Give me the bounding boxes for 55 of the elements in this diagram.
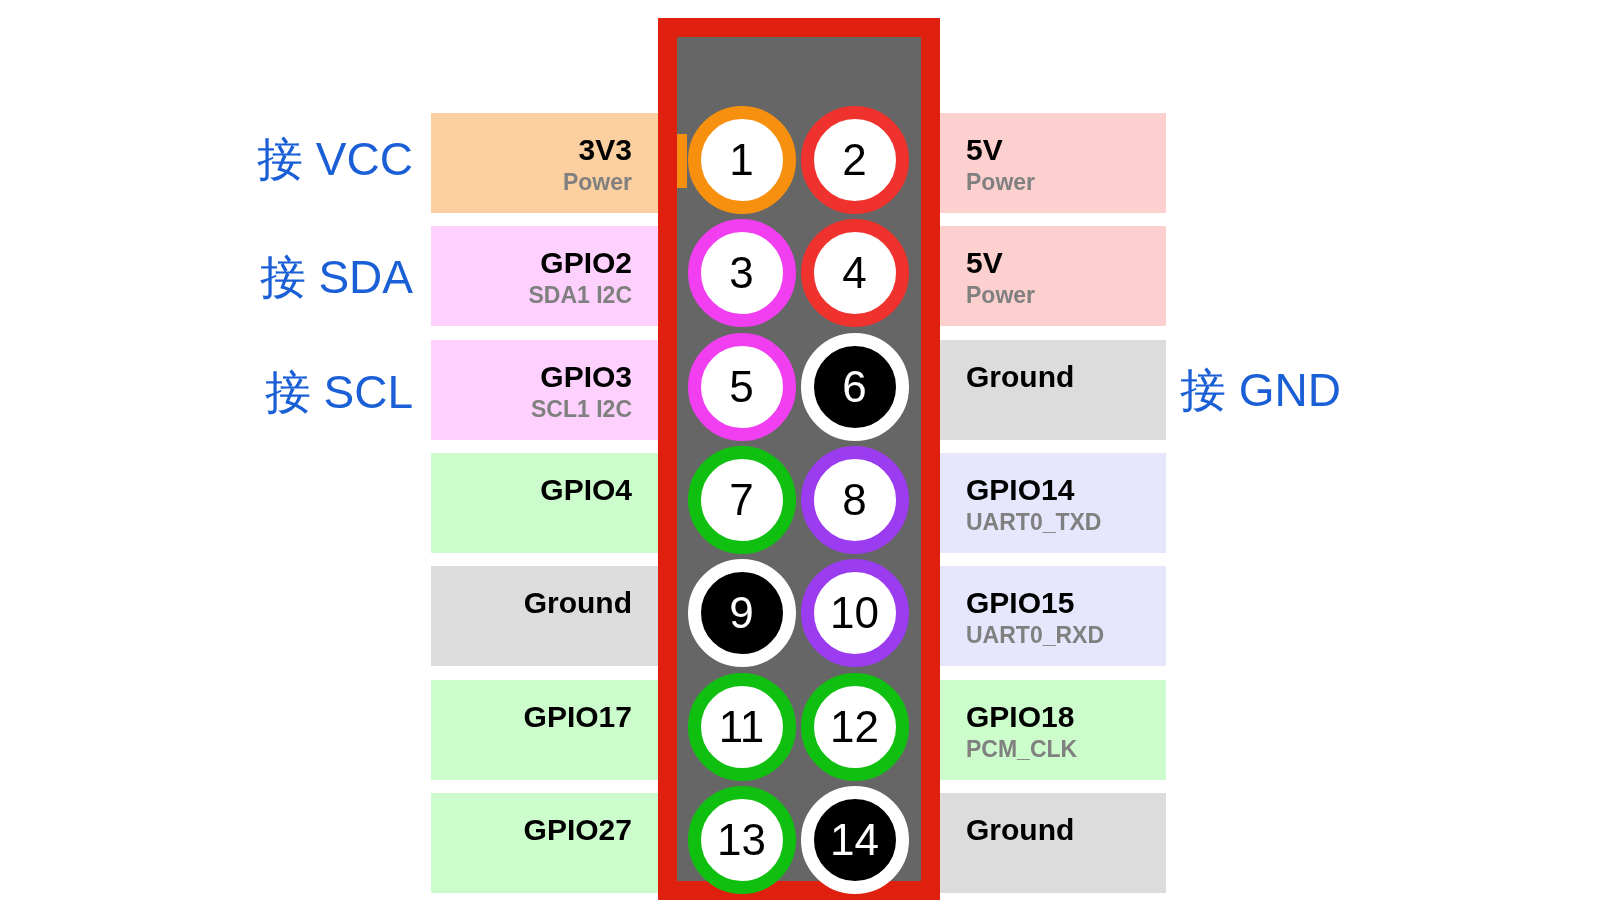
pin-label-panel <box>431 113 658 213</box>
pin-label-panel <box>940 113 1166 213</box>
pin-name: GPIO4 <box>539 472 632 507</box>
pin-name: Ground <box>966 812 1076 847</box>
pin-label-panel <box>431 679 658 780</box>
pin-function: Power <box>966 168 1037 197</box>
pin-number: 10 <box>830 591 879 636</box>
pin-number: 9 <box>729 591 754 636</box>
connection-note: 接 VCC <box>257 136 413 182</box>
pin-label-panel <box>431 452 658 553</box>
pin-label-panel <box>940 679 1166 780</box>
pin-number: 12 <box>830 704 879 749</box>
pin-number: 14 <box>830 817 879 862</box>
pin-number: 4 <box>842 251 867 296</box>
pin-label-panel <box>940 452 1166 553</box>
pin-number: 6 <box>842 364 867 409</box>
pin-label-panel <box>431 566 658 667</box>
header-board <box>658 18 940 900</box>
pin-label-panel <box>431 226 658 327</box>
connection-note: 接 SCL <box>264 369 413 415</box>
pin-name: 5V <box>966 133 1004 167</box>
connection-note: 接 GND <box>1180 367 1341 413</box>
pin-label-panel <box>940 792 1166 893</box>
pin-number: 11 <box>718 704 765 749</box>
pin-number: 13 <box>717 817 766 862</box>
pin-name: GPIO18 <box>966 699 1076 734</box>
pin-number: 7 <box>729 477 754 522</box>
pin-number: 5 <box>729 364 754 409</box>
pin-function: UART0_TXD <box>966 507 1103 537</box>
pin-function: Power <box>561 168 632 197</box>
pin-label-panel <box>431 339 658 440</box>
pin-function: UART0_RXD <box>966 621 1106 651</box>
pin-function: SCL1 I2C <box>530 394 632 424</box>
pin-label-panel <box>431 792 658 893</box>
pin-name: GPIO2 <box>539 246 632 281</box>
pin-name: Ground <box>522 586 632 621</box>
pin-name: 5V <box>966 246 1004 281</box>
pin-name: 3V3 <box>577 133 632 167</box>
pin-name: GPIO3 <box>539 359 632 394</box>
connection-note: 接 SDA <box>259 254 413 300</box>
pin-name: GPIO14 <box>966 472 1076 507</box>
pin-function: PCM_CLK <box>966 734 1079 764</box>
pin-function: SDA1 I2C <box>527 281 632 311</box>
pin-label-panel <box>940 226 1166 327</box>
pin-number: 1 <box>729 138 754 182</box>
pin-name: GPIO27 <box>522 812 632 847</box>
pin-number: 2 <box>842 138 867 182</box>
pin-label-panel <box>940 339 1166 440</box>
pin-name: GPIO17 <box>522 699 632 734</box>
pin-name: GPIO15 <box>966 586 1076 621</box>
pin-function: Power <box>966 281 1037 311</box>
pin-number: 3 <box>729 251 754 296</box>
pin-name: Ground <box>966 359 1076 394</box>
pin-label-panel <box>940 566 1166 667</box>
pin-number: 8 <box>842 477 867 522</box>
